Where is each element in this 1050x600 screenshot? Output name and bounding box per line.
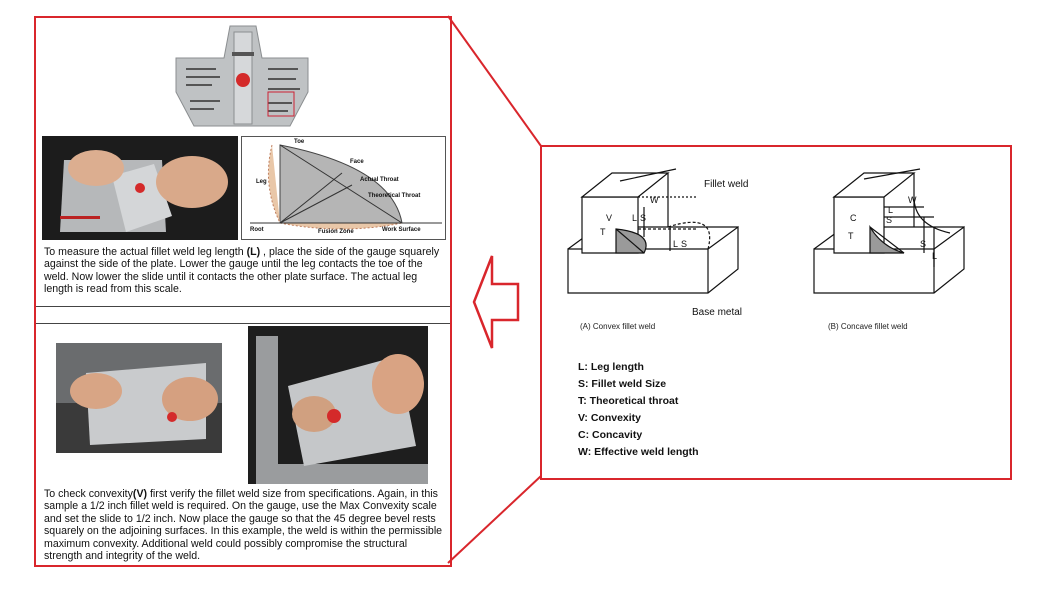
caption-convex: (A) Convex fillet weld	[580, 322, 656, 331]
label-T-concave: T	[848, 231, 854, 241]
gauge-label-theoretical-throat: Theoretical Throat	[368, 193, 421, 199]
arrow-left-icon	[472, 255, 520, 349]
text-part: first verify the fillet weld size from s…	[44, 488, 443, 563]
photo-convexity-check	[248, 326, 428, 484]
legend: L: Leg length S: Fillet weld Size T: The…	[578, 359, 699, 461]
label-fillet-weld: Fillet weld	[704, 179, 749, 190]
label-V-convex: V	[606, 213, 613, 223]
label-W-convex: W	[650, 195, 659, 205]
legend-item: W: Effective weld length	[578, 446, 699, 458]
instruction-text-leg-length: To measure the actual fillet weld leg le…	[44, 246, 444, 296]
legend-item: L: Leg length	[578, 361, 644, 373]
caption-concave: (B) Concave fillet weld	[828, 322, 908, 331]
concave-fillet-weld-diagram	[813, 168, 965, 294]
text-bold: (L)	[246, 246, 261, 258]
label-base-metal: Base metal	[692, 307, 743, 318]
label-W-concave: W	[908, 195, 917, 205]
label-L-concave: L	[888, 205, 894, 215]
gauge-label-toe: Toe	[294, 139, 305, 145]
instruction-text-convexity: To check convexity(V) first verify the f…	[44, 488, 444, 562]
text-bold: (V)	[132, 488, 148, 500]
text-part: To measure the actual fillet weld leg le…	[44, 246, 247, 258]
right-panel: W L S V T L S Fillet weld Base metal (A)…	[540, 145, 1012, 480]
gauge-label-root: Root	[250, 227, 264, 233]
label-S-concave-vertical: S	[920, 239, 927, 249]
section-divider	[36, 323, 450, 324]
section-divider	[36, 306, 450, 307]
text-part: , place the side of the gauge squarely a…	[44, 246, 440, 296]
label-L-concave-vertical: L	[932, 251, 938, 261]
weld-terminology-diagram: Toe Face Leg Actual Throat Theoretical T…	[241, 136, 446, 240]
left-panel: Toe Face Leg Actual Throat Theoretical T…	[34, 16, 452, 567]
legend-item: S: Fillet weld Size	[578, 378, 667, 390]
label-S-convex-vertical: S	[681, 239, 688, 249]
legend-item: C: Concavity	[578, 429, 643, 441]
label-L-convex-vertical: L	[673, 239, 679, 249]
convex-fillet-weld-diagram	[567, 168, 739, 294]
label-S-concave: S	[886, 215, 893, 225]
text-part: To check convexity	[44, 488, 133, 500]
label-T-convex: T	[600, 227, 606, 237]
weld-gauge-image	[172, 22, 312, 134]
legend-item: V: Convexity	[578, 412, 642, 424]
gauge-label-actual-throat: Actual Throat	[360, 177, 399, 183]
gauge-label-face: Face	[350, 159, 364, 165]
gauge-label-work-surface: Work Surface	[382, 227, 421, 233]
gauge-label-leg: Leg	[256, 179, 267, 185]
photo-measure-leg	[42, 136, 238, 240]
label-S-convex: S	[640, 213, 647, 223]
gauge-label-fusion-zone: Fusion Zone	[318, 229, 354, 235]
legend-item: T: Theoretical throat	[578, 395, 679, 407]
photo-convexity-setup	[56, 343, 222, 453]
label-L-convex: L	[632, 213, 638, 223]
label-C-concave: C	[850, 213, 857, 223]
